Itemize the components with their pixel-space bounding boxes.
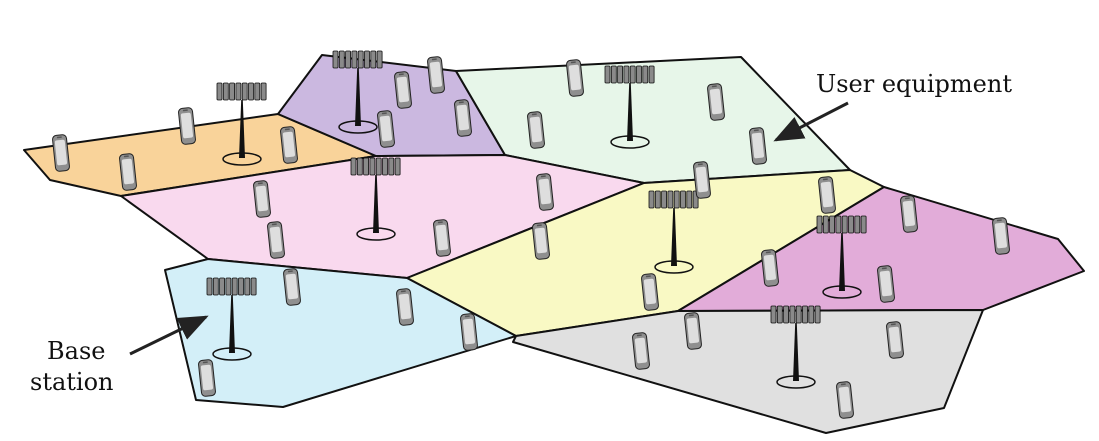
phone-icon [527, 111, 545, 149]
phone-icon [886, 321, 904, 359]
phone-icon [641, 273, 659, 311]
annotation-base-station: Base station [30, 315, 209, 396]
phone-icon [877, 265, 895, 303]
antenna-tower-icon [206, 277, 257, 361]
phone-icon [253, 180, 271, 218]
cell-gray [512, 309, 984, 434]
phone-icon [761, 249, 779, 287]
antenna-tower-icon [816, 215, 867, 299]
phone-icon [632, 332, 650, 370]
base-station-arrow [129, 315, 209, 356]
phone-icon [454, 99, 472, 137]
annotation-user-equipment: User equipment [773, 70, 1012, 142]
antenna-tower-icon [332, 50, 383, 134]
phone-icon [693, 161, 711, 199]
phone-icon [267, 221, 285, 259]
phone-icon [460, 313, 478, 351]
phone-icon [900, 195, 918, 233]
phone-icon [818, 176, 836, 214]
phone-icon [280, 126, 298, 164]
antenna-tower-icon [604, 65, 655, 149]
phone-icon [52, 134, 70, 172]
cells-layer [23, 54, 1085, 434]
phone-icon [178, 107, 196, 145]
user-equipment-label: User equipment [816, 70, 1012, 98]
base-stations-layer [206, 50, 867, 389]
phone-icon [532, 222, 550, 260]
antenna-tower-icon [770, 305, 821, 389]
phone-icon [992, 217, 1010, 255]
antenna-tower-icon [216, 82, 267, 166]
phone-icon [536, 173, 554, 211]
phone-icon [394, 71, 412, 109]
phone-icon [836, 381, 854, 419]
base-station-label-line2: station [30, 368, 114, 396]
phone-icon [283, 268, 301, 306]
phone-icon [707, 83, 725, 121]
phone-icon [566, 59, 584, 97]
phone-icon [433, 219, 451, 257]
phone-icon [684, 312, 702, 350]
phone-icon [198, 359, 216, 397]
phone-icon [119, 153, 137, 191]
user-equipment-arrow [773, 101, 849, 142]
phone-icon [749, 127, 767, 165]
phone-icon [377, 110, 395, 148]
phone-icon [396, 288, 414, 326]
antenna-tower-icon [648, 190, 699, 274]
user-equipment-layer [52, 56, 1010, 419]
antenna-tower-icon [350, 157, 401, 241]
phone-icon [427, 56, 445, 94]
base-station-label-line1: Base [47, 337, 105, 365]
